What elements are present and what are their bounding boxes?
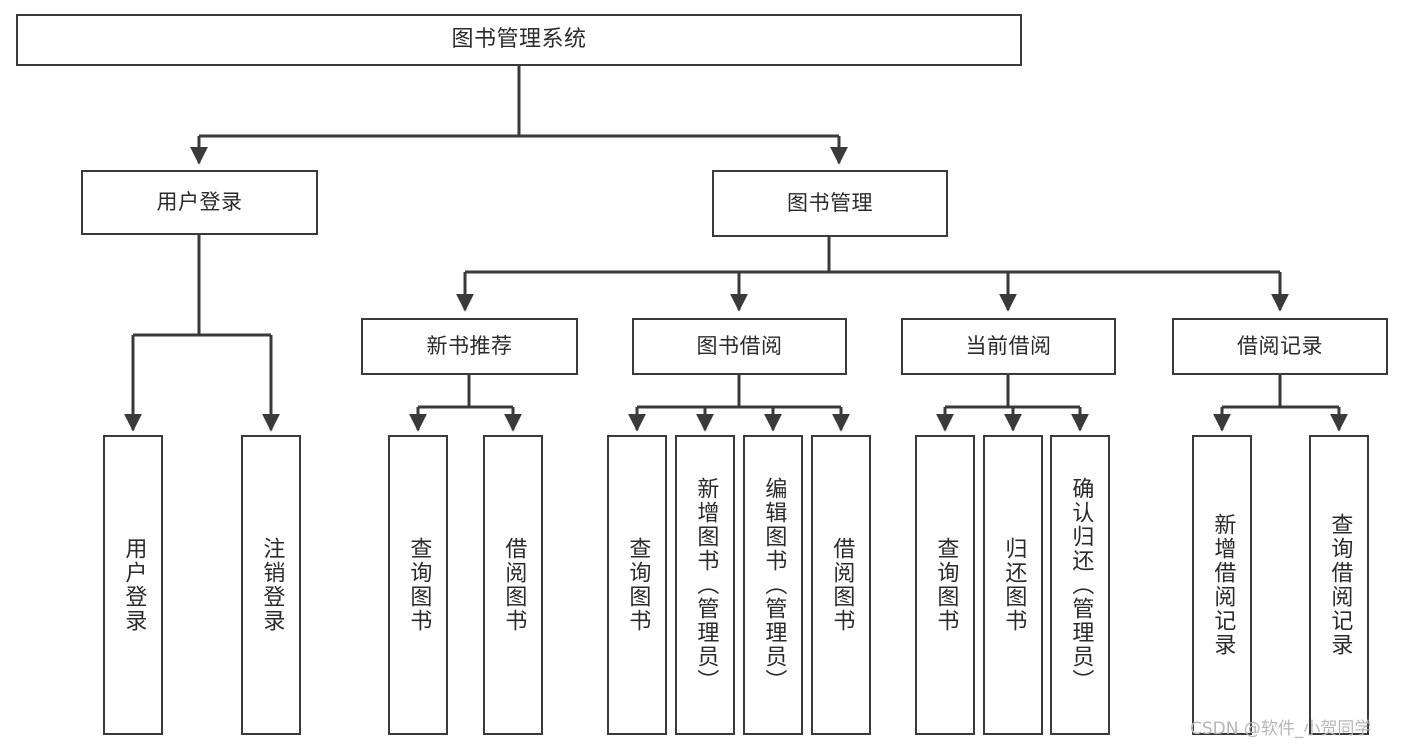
node-leaf-confirm-return[interactable]: 确认归还（管理员）	[1050, 435, 1110, 735]
node-leaf-add-record-label: 新增借阅记录	[1210, 513, 1236, 657]
node-leaf-query-book-3[interactable]: 查询图书	[915, 435, 975, 735]
node-book-manage[interactable]: 图书管理	[712, 170, 948, 237]
node-leaf-borrow-book-2[interactable]: 借阅图书	[811, 435, 871, 735]
node-leaf-borrow-book-1[interactable]: 借阅图书	[483, 435, 543, 735]
node-leaf-confirm-return-label: 确认归还（管理员）	[1068, 477, 1094, 693]
node-leaf-borrow-book-1-label: 借阅图书	[501, 537, 527, 633]
node-leaf-add-record[interactable]: 新增借阅记录	[1192, 435, 1252, 735]
node-book-borrow[interactable]: 图书借阅	[632, 318, 847, 375]
node-new-book-recommend[interactable]: 新书推荐	[361, 318, 578, 375]
node-leaf-query-book-1-label: 查询图书	[406, 537, 432, 633]
node-current-borrow[interactable]: 当前借阅	[901, 318, 1116, 375]
node-leaf-add-book[interactable]: 新增图书（管理员）	[675, 435, 735, 735]
node-leaf-user-login-label: 用户登录	[121, 537, 147, 633]
node-borrow-record[interactable]: 借阅记录	[1172, 318, 1388, 375]
node-leaf-edit-book-label: 编辑图书（管理员）	[761, 477, 787, 693]
node-leaf-add-book-label: 新增图书（管理员）	[693, 477, 719, 693]
node-leaf-query-record-label: 查询借阅记录	[1327, 513, 1353, 657]
node-leaf-borrow-book-2-label: 借阅图书	[829, 537, 855, 633]
node-leaf-edit-book[interactable]: 编辑图书（管理员）	[743, 435, 803, 735]
node-leaf-query-record[interactable]: 查询借阅记录	[1309, 435, 1369, 735]
node-leaf-query-book-1[interactable]: 查询图书	[388, 435, 448, 735]
node-leaf-query-book-2-label: 查询图书	[625, 537, 651, 633]
node-user-login[interactable]: 用户登录	[81, 170, 318, 235]
node-leaf-query-book-3-label: 查询图书	[933, 537, 959, 633]
node-leaf-user-logout-label: 注销登录	[259, 537, 285, 633]
watermark: CSDN @软件_小贺同学	[1190, 719, 1372, 739]
node-leaf-return-book-label: 归还图书	[1001, 537, 1027, 633]
node-root[interactable]: 图书管理系统	[16, 14, 1022, 66]
node-leaf-query-book-2[interactable]: 查询图书	[607, 435, 667, 735]
node-leaf-return-book[interactable]: 归还图书	[983, 435, 1043, 735]
node-leaf-user-logout[interactable]: 注销登录	[241, 435, 301, 735]
node-leaf-user-login[interactable]: 用户登录	[103, 435, 163, 735]
